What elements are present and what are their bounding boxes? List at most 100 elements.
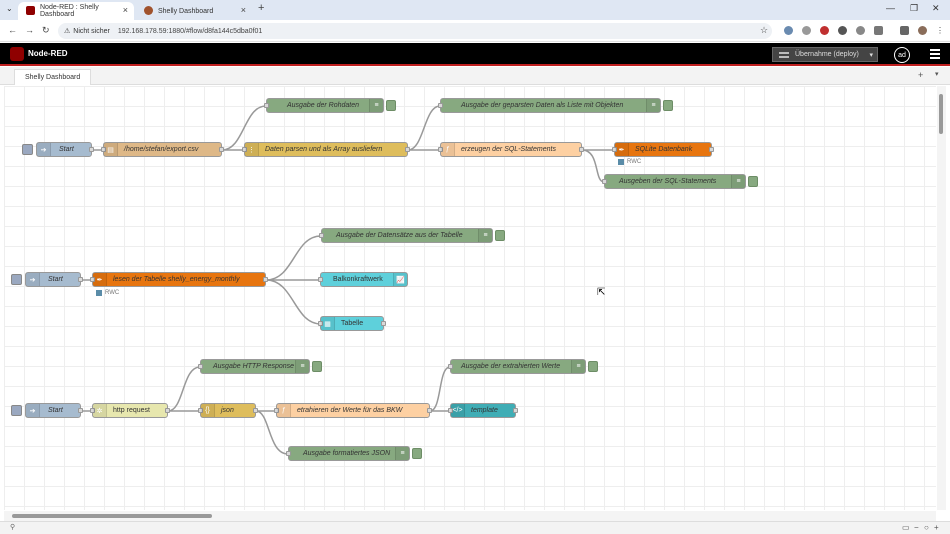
close-tab-icon[interactable]: ×: [240, 5, 246, 15]
table-node[interactable]: ▦ Tabelle: [318, 316, 386, 331]
json-node[interactable]: {} json: [198, 403, 258, 418]
share-icon[interactable]: [784, 26, 793, 35]
csv-node[interactable]: ⋮ Daten parsen und als Array ausliefern: [242, 142, 410, 157]
close-tab-icon[interactable]: ×: [122, 5, 128, 15]
debug-toggle-button[interactable]: [312, 361, 322, 372]
inject-node[interactable]: ➔ Start: [22, 142, 94, 157]
input-port[interactable]: [242, 147, 247, 152]
flow-canvas[interactable]: ➔ Start ▤ /home/stefan/export.csv ⋮ Date…: [4, 86, 936, 510]
input-port[interactable]: [602, 179, 607, 184]
debug-toggle-button[interactable]: [588, 361, 598, 372]
output-port[interactable]: [427, 408, 432, 413]
scrollbar-thumb[interactable]: [939, 94, 943, 134]
debug-node[interactable]: Ausgabe der geparsten Daten als Liste mi…: [438, 98, 673, 113]
forward-icon[interactable]: →: [25, 25, 34, 35]
inject-node[interactable]: ➔ Start: [11, 272, 83, 287]
back-icon[interactable]: ←: [8, 25, 17, 35]
output-port[interactable]: [253, 408, 258, 413]
minimize-icon[interactable]: —: [886, 3, 895, 13]
debug-toggle-button[interactable]: [412, 448, 422, 459]
inject-node[interactable]: ➔ Start: [11, 403, 83, 418]
url-text[interactable]: 192.168.178.59:1880/#flow/d8fa144c5dba0f…: [117, 27, 263, 35]
extension-icon[interactable]: [838, 26, 847, 35]
extension-icon[interactable]: [820, 26, 829, 35]
navigator-icon[interactable]: ▭: [902, 523, 910, 532]
debug-node[interactable]: Ausgabe der extrahierten Werte ≡: [448, 359, 598, 374]
warning-icon[interactable]: ⚠: [64, 28, 71, 35]
tab-shelly-dashboard[interactable]: Shelly Dashboard: [14, 69, 92, 85]
input-port[interactable]: [198, 364, 203, 369]
input-port[interactable]: [101, 147, 106, 152]
window-close-icon[interactable]: ✕: [932, 3, 940, 13]
input-port[interactable]: [90, 408, 95, 413]
restore-icon[interactable]: ❐: [910, 3, 919, 13]
output-port[interactable]: [579, 147, 584, 152]
browser-tab-node-red[interactable]: Node-RED : Shelly Dashboard ×: [18, 2, 134, 20]
output-port[interactable]: [78, 408, 83, 413]
inject-trigger-button[interactable]: [11, 274, 22, 285]
debug-node[interactable]: Ausgeben der SQL-Statements ≡: [602, 174, 758, 189]
input-port[interactable]: [90, 277, 95, 282]
translate-icon[interactable]: [802, 26, 811, 35]
input-port[interactable]: [264, 103, 269, 108]
add-flow-icon[interactable]: +: [918, 70, 924, 80]
input-port[interactable]: [438, 103, 443, 108]
output-port[interactable]: [405, 147, 410, 152]
chevron-down-icon[interactable]: ▾: [935, 71, 939, 78]
sqlite-node[interactable]: ✒ SQLite Datenbank: [612, 142, 714, 157]
output-port[interactable]: [709, 147, 714, 152]
vertical-scrollbar[interactable]: [937, 86, 946, 510]
search-icon[interactable]: ⚲: [10, 524, 16, 531]
extension-icon[interactable]: [856, 26, 865, 35]
function-node[interactable]: ƒ erzeugen der SQL-Statements: [438, 142, 584, 157]
input-port[interactable]: [318, 277, 323, 282]
output-port[interactable]: [263, 277, 268, 282]
output-port[interactable]: [513, 408, 518, 413]
url-field[interactable]: ⚠ Nicht sicher 192.168.178.59:1880/#flow…: [58, 23, 772, 39]
browser-tab-dashboard[interactable]: Shelly Dashboard ×: [136, 2, 252, 20]
output-port[interactable]: [89, 147, 94, 152]
browser-menu-icon[interactable]: ⋮: [936, 26, 944, 35]
zoom-out-icon[interactable]: −: [914, 523, 919, 532]
input-port[interactable]: [448, 408, 453, 413]
input-port[interactable]: [319, 233, 324, 238]
scrollbar-thumb[interactable]: [12, 514, 212, 518]
new-tab-icon[interactable]: +: [258, 2, 265, 14]
debug-toggle-button[interactable]: [663, 100, 673, 111]
template-node[interactable]: </> template: [448, 403, 518, 418]
sqlite-node[interactable]: ✒ lesen der Tabelle shelly_energy_monthl…: [90, 272, 268, 287]
horizontal-scrollbar[interactable]: [4, 511, 936, 521]
input-port[interactable]: [318, 321, 323, 326]
debug-toggle-button[interactable]: [495, 230, 505, 241]
http-request-node[interactable]: ✲ http request: [90, 403, 170, 418]
output-port[interactable]: [381, 321, 386, 326]
debug-node[interactable]: Ausgabe der Datensätze aus der Tabelle ≡: [319, 228, 505, 243]
output-port[interactable]: [165, 408, 170, 413]
debug-toggle-button[interactable]: [386, 100, 396, 111]
chart-node[interactable]: Balkonkraftwerk 📈: [318, 272, 408, 287]
function-node[interactable]: ƒ etrahieren der Werte für das BKW: [274, 403, 432, 418]
zoom-reset-icon[interactable]: ○: [924, 523, 929, 532]
file-in-node[interactable]: ▤ /home/stefan/export.csv: [101, 142, 224, 157]
input-port[interactable]: [612, 147, 617, 152]
reload-icon[interactable]: ↻: [42, 25, 50, 35]
hamburger-menu-icon[interactable]: [930, 49, 940, 59]
bookmark-star-icon[interactable]: ☆: [760, 25, 769, 35]
zoom-in-icon[interactable]: +: [934, 523, 939, 532]
input-port[interactable]: [274, 408, 279, 413]
input-port[interactable]: [198, 408, 203, 413]
debug-node[interactable]: Ausgabe HTTP Response ≡: [198, 359, 322, 374]
security-label[interactable]: Nicht sicher: [73, 27, 110, 35]
profile-avatar[interactable]: [918, 26, 927, 35]
inject-trigger-button[interactable]: [22, 144, 33, 155]
sidebar-icon[interactable]: [900, 26, 909, 35]
user-avatar[interactable]: ad: [894, 47, 910, 63]
output-port[interactable]: [78, 277, 83, 282]
chevron-down-icon[interactable]: ▾: [869, 52, 873, 59]
puzzle-icon[interactable]: [874, 26, 883, 35]
tab-search-chevron-icon[interactable]: ⌄: [6, 4, 13, 13]
debug-node[interactable]: Ausgabe formatiertes JSON ≡: [286, 446, 422, 461]
deploy-button[interactable]: Übernahme (deploy) ▾: [772, 47, 878, 62]
debug-node[interactable]: Ausgabe der Rohdaten ≡: [264, 98, 396, 113]
inject-trigger-button[interactable]: [11, 405, 22, 416]
